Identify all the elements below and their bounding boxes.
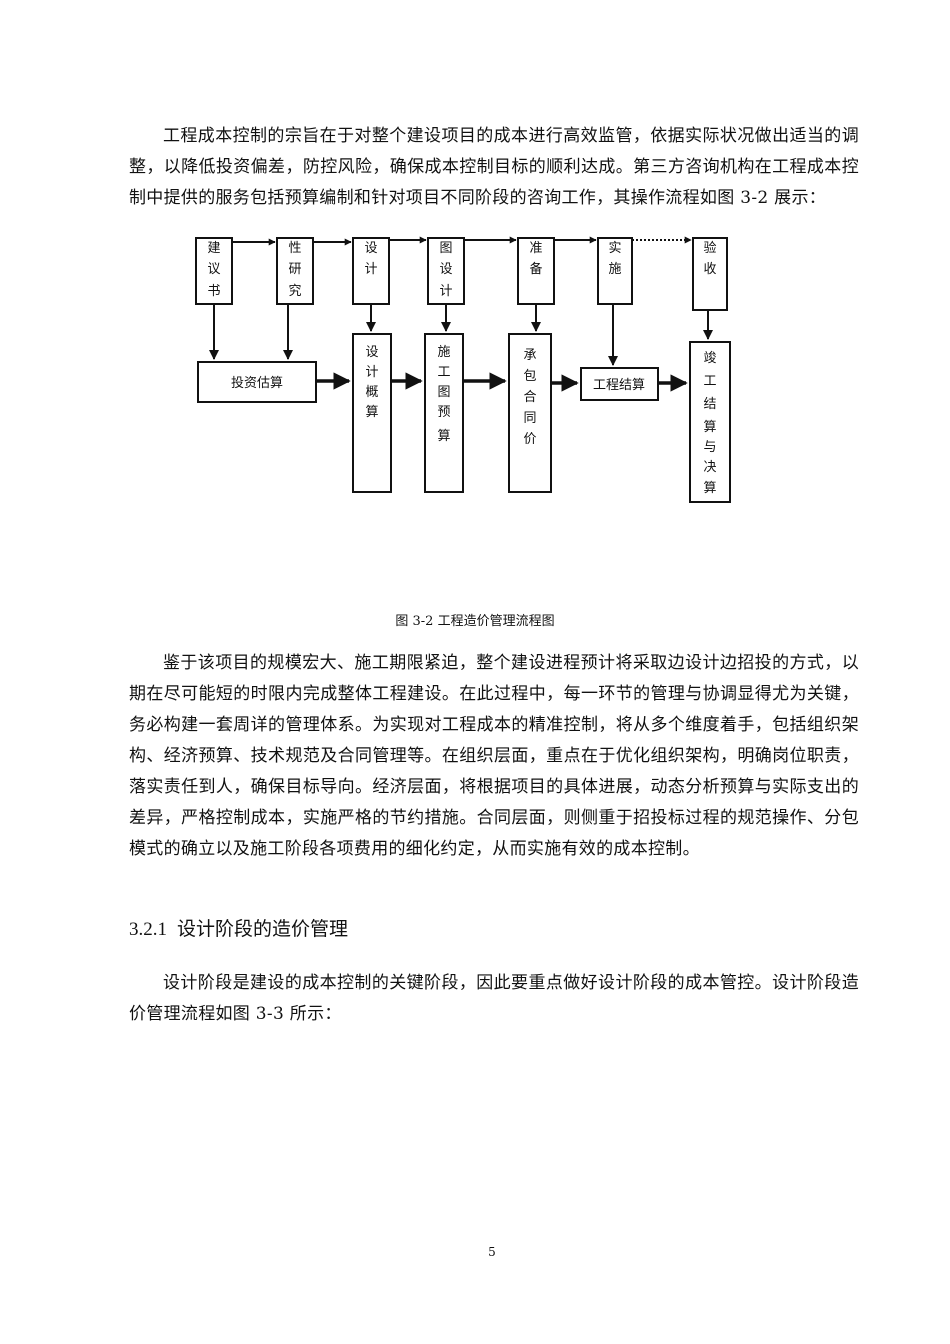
bottom-box-final-accounts-char: 与 — [703, 440, 716, 455]
top-box-design: 设 计 — [352, 237, 390, 305]
top-box-implementation: 实 施 — [597, 237, 633, 305]
top-box-drawing-design-char: 图 — [439, 241, 452, 256]
bottom-box-contract-price-char: 合 — [523, 390, 536, 405]
top-box-preparation: 准 备 — [517, 237, 555, 305]
bottom-box-project-settlement: 工程结算 — [580, 367, 659, 401]
bottom-box-drawing-budget-char: 工 — [437, 365, 450, 380]
top-box-proposal: 建 议 书 — [195, 237, 233, 305]
bottom-box-design-budget-char: 概 — [365, 385, 378, 400]
top-box-drawing-design-char: 计 — [439, 284, 452, 299]
bottom-box-design-budget-char: 算 — [365, 405, 378, 420]
top-box-feasibility-char: 究 — [288, 284, 301, 299]
bottom-box-final-accounts: 竣 工 结 算 与 决 算 — [689, 341, 731, 503]
figure-caption: 图 3-2 工程造价管理流程图 — [395, 614, 555, 629]
bottom-box-drawing-budget-char: 施 — [437, 345, 450, 360]
bottom-box-contract-price-char: 价 — [523, 432, 536, 447]
bottom-box-design-budget: 设 计 概 算 — [352, 333, 392, 493]
section-title: 设计阶段的造价管理 — [177, 918, 349, 940]
top-box-acceptance-char: 验 — [703, 240, 716, 256]
body-paragraph: 鉴于该项目的规模宏大、施工期限紧迫，整个建设进程预计将采取边设计边招投的方式，以… — [129, 653, 859, 859]
bottom-box-project-settlement-label: 工程结算 — [593, 378, 645, 393]
top-box-proposal-char: 书 — [207, 284, 220, 299]
bottom-box-contract-price-char: 包 — [523, 369, 536, 384]
section-number: 3.2.1 — [129, 919, 167, 940]
top-box-proposal-char: 议 — [207, 262, 220, 277]
top-box-preparation-char: 准 — [529, 241, 542, 256]
bottom-box-final-accounts-char: 算 — [703, 420, 716, 435]
bottom-box-investment-estimate-label: 投资估算 — [231, 375, 283, 391]
top-box-proposal-char: 建 — [207, 241, 220, 256]
bottom-box-contract-price-char: 同 — [523, 411, 536, 426]
top-box-feasibility: 性 研 究 — [276, 237, 314, 305]
page-number: 5 — [488, 1245, 496, 1259]
top-box-feasibility-char: 性 — [288, 241, 301, 256]
top-box-design-char: 计 — [364, 262, 377, 277]
bottom-box-drawing-budget-char: 算 — [437, 429, 450, 444]
top-box-implementation-char: 施 — [608, 262, 621, 277]
intro-paragraph: 工程成本控制的宗旨在于对整个建设项目的成本进行高效监管，依据实际状况做出适当的调… — [129, 126, 859, 208]
bottom-box-design-budget-char: 设 — [365, 345, 378, 360]
top-box-preparation-char: 备 — [529, 261, 542, 277]
top-box-drawing-design: 图 设 计 — [427, 237, 465, 305]
bottom-box-final-accounts-char: 竣 — [703, 351, 716, 366]
top-box-design-char: 设 — [364, 241, 377, 256]
bottom-box-final-accounts-char: 决 — [703, 460, 716, 475]
top-box-drawing-design-char: 设 — [439, 262, 452, 277]
top-box-implementation-char: 实 — [608, 241, 621, 256]
bottom-box-design-budget-char: 计 — [365, 365, 378, 380]
bottom-box-investment-estimate: 投资估算 — [197, 361, 317, 403]
section-heading: 3.2.1 设计阶段的造价管理 — [129, 914, 348, 941]
top-box-feasibility-char: 研 — [288, 262, 301, 277]
bottom-box-drawing-budget-char: 图 — [437, 385, 450, 400]
top-box-acceptance: 验 收 — [692, 237, 728, 311]
bottom-box-final-accounts-char: 算 — [703, 481, 716, 496]
bottom-box-final-accounts-char: 结 — [703, 397, 716, 412]
bottom-box-final-accounts-char: 工 — [703, 374, 716, 389]
bottom-box-contract-price-char: 承 — [523, 348, 536, 363]
top-box-acceptance-char: 收 — [703, 262, 716, 277]
body-paragraph: 设计阶段是建设的成本控制的关键阶段，因此要重点做好设计阶段的成本管控。设计阶段造… — [129, 973, 859, 1024]
bottom-box-drawing-budget: 施 工 图 预 算 — [424, 333, 464, 493]
bottom-box-drawing-budget-char: 预 — [437, 405, 450, 420]
bottom-box-contract-price: 承 包 合 同 价 — [508, 333, 552, 493]
cost-management-flowchart: 建 议 书 性 研 究 设 计 图 设 计 准 备 实 施 验 收 — [195, 236, 731, 503]
